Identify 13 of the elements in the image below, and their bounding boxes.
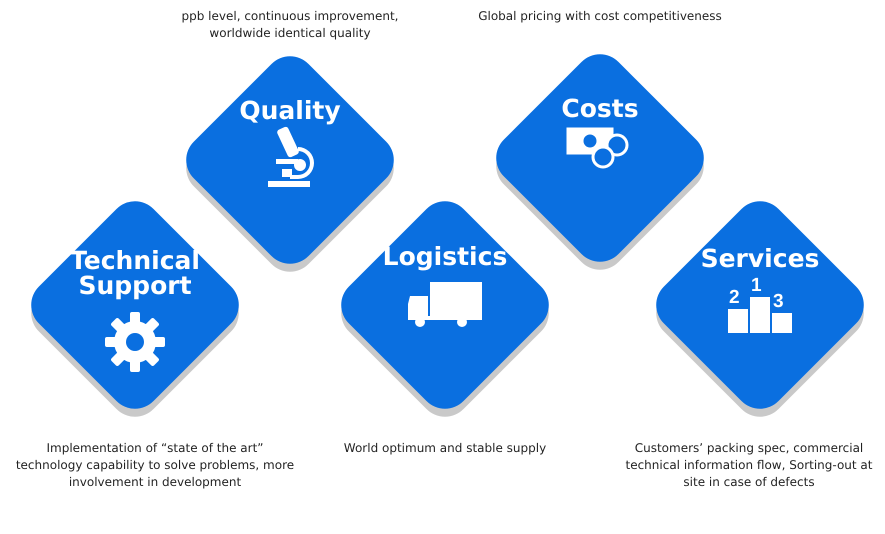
description-text: ppb level, continuous improvement, worldwide identical quality: [180, 8, 400, 42]
description-text: Global pricing with cost competitiveness: [477, 8, 723, 25]
description-text: World optimum and stable supply: [342, 440, 548, 457]
title-text: Services: [700, 246, 820, 271]
title-text: Quality: [238, 98, 342, 123]
title-text: Logistics: [382, 244, 508, 269]
place-number: 3: [773, 292, 784, 312]
description-text: Implementation of “state of the art” technology capability to solve problems, more involvement in development: [15, 440, 295, 491]
place-number: 2: [729, 288, 740, 308]
title-text: Technical Support: [69, 248, 201, 298]
title-text: Costs: [560, 96, 640, 121]
place-number: 1: [751, 276, 762, 296]
description-text: Customers’ packing spec, commercial technical information flow, Sorting-out at site in case of defects: [624, 440, 874, 491]
